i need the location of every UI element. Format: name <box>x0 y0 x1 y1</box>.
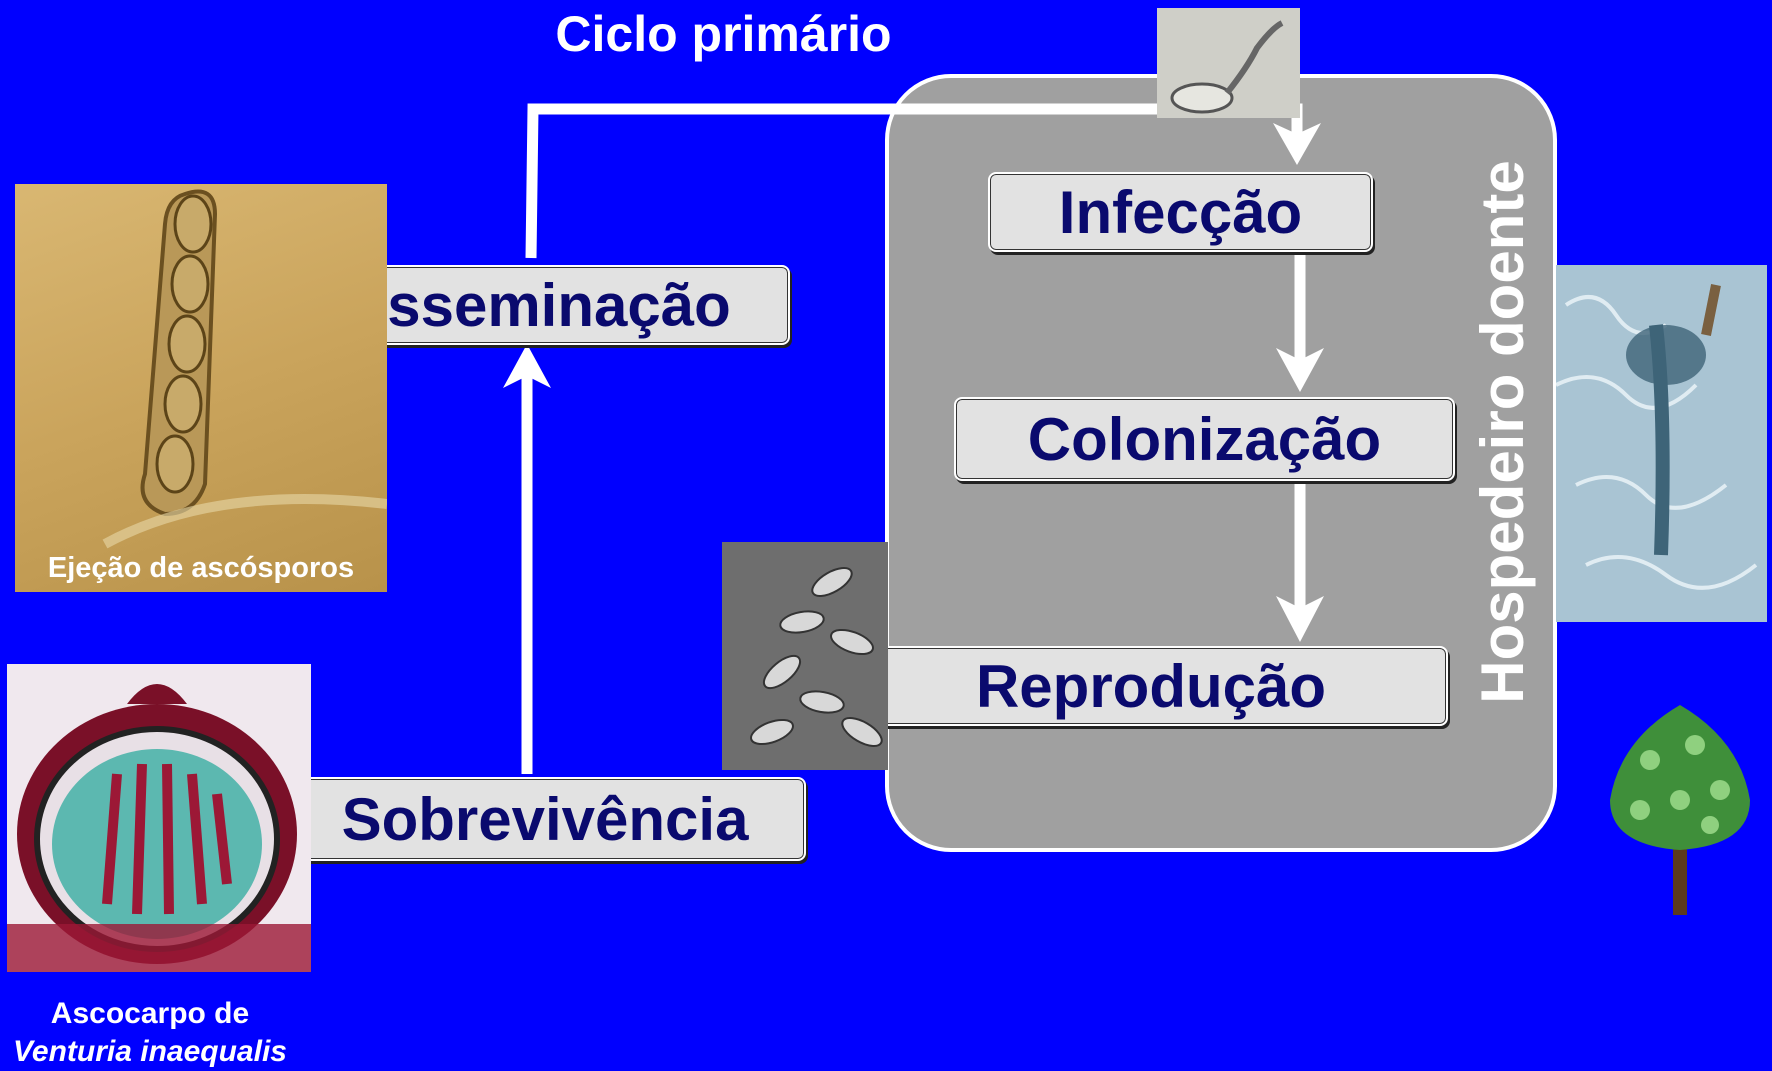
caption-ascocarp-line1: Ascocarpo de <box>50 997 250 1030</box>
stage-colonizacao: Colonização <box>954 397 1455 481</box>
germinating-spore-photo <box>1157 8 1300 118</box>
tree-illustration <box>1600 700 1760 920</box>
conidia-sem-photo <box>722 542 888 770</box>
caption-ascocarp-line2: Venturia inaequalis <box>13 1035 287 1068</box>
arrowhead-colonization <box>1276 348 1324 392</box>
caption-ascospore-ejection: Ejeção de ascósporos <box>47 552 355 584</box>
stage-sobrevivencia: Sobrevivência <box>284 777 806 861</box>
ascocarp-photo <box>7 664 311 972</box>
arrowhead-up <box>503 344 551 388</box>
diagram-title: Ciclo primário <box>555 6 892 62</box>
arrowhead-infection <box>1273 123 1321 165</box>
colonization-photo <box>1556 265 1767 622</box>
ascospore-ejection-photo: Ejeção de ascósporos <box>15 184 387 592</box>
caption-ascocarp: Ascocarpo de Venturia inaequalis <box>0 995 300 1071</box>
stage-reproducao: Reprodução <box>854 646 1448 726</box>
arrow-dissemination-to-infection <box>525 103 1303 259</box>
arrowhead-reproduction <box>1276 596 1324 642</box>
ascus-illustration <box>102 189 387 549</box>
stage-infeccao: Infecção <box>988 172 1373 252</box>
